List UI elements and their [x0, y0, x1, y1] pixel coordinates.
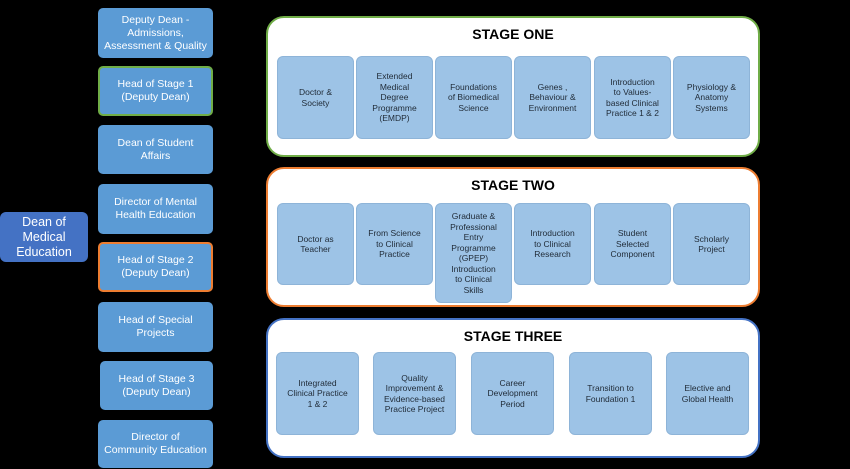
- role-head-of-stage-3: Head of Stage 3 (Deputy Dean): [100, 361, 213, 410]
- role-head-of-stage-2: Head of Stage 2 (Deputy Dean): [98, 242, 213, 292]
- course-card: Graduate & Professional Entry Programme …: [435, 203, 512, 303]
- role-label: Head of Stage 1 (Deputy Dean): [117, 78, 194, 103]
- stage-one-panel: STAGE ONE Doctor & Society Extended Medi…: [266, 16, 760, 157]
- course-card: Quality Improvement & Evidence-based Pra…: [373, 352, 456, 435]
- stage-title: STAGE TWO: [471, 177, 555, 193]
- role-head-of-special-projects: Head of Special Projects: [98, 302, 213, 352]
- role-label: Head of Special Projects: [118, 314, 193, 339]
- role-label: Dean of Student Affairs: [117, 136, 194, 162]
- course-card: Career Development Period: [471, 352, 554, 435]
- role-deputy-dean-admissions: Deputy Dean - Admissions, Assessment & Q…: [98, 8, 213, 58]
- role-head-of-stage-1: Head of Stage 1 (Deputy Dean): [98, 66, 213, 116]
- stage-two-panel: STAGE TWO Doctor as Teacher From Science…: [266, 167, 760, 307]
- course-card: Doctor as Teacher: [277, 203, 354, 285]
- course-card: Foundations of Biomedical Science: [435, 56, 512, 139]
- dean-of-medical-education-box: Dean of Medical Education: [0, 212, 88, 262]
- stage-title: STAGE ONE: [472, 26, 554, 42]
- course-card: Doctor & Society: [277, 56, 354, 139]
- dean-label: Dean of Medical Education: [16, 214, 72, 259]
- role-label: Director of Community Education: [104, 431, 207, 456]
- course-card: Transition to Foundation 1: [569, 352, 652, 435]
- role-label: Head of Stage 3 (Deputy Dean): [118, 372, 195, 398]
- stage-title: STAGE THREE: [463, 328, 563, 344]
- course-card: Introduction to Values- based Clinical P…: [594, 56, 671, 139]
- course-card: Extended Medical Degree Programme (EMDP): [356, 56, 433, 139]
- course-card: Scholarly Project: [673, 203, 750, 285]
- stage-three-panel: STAGE THREE Integrated Clinical Practice…: [266, 318, 760, 458]
- role-director-mental-health-education: Director of Mental Health Education: [98, 184, 213, 234]
- role-label: Deputy Dean - Admissions, Assessment & Q…: [104, 13, 207, 52]
- role-label: Head of Stage 2 (Deputy Dean): [117, 254, 194, 279]
- role-label: Director of Mental Health Education: [114, 196, 197, 221]
- course-card: Integrated Clinical Practice 1 & 2: [276, 352, 359, 435]
- course-card: Physiology & Anatomy Systems: [673, 56, 750, 139]
- course-card: Student Selected Component: [594, 203, 671, 285]
- course-card: Elective and Global Health: [666, 352, 749, 435]
- role-dean-of-student-affairs: Dean of Student Affairs: [98, 125, 213, 174]
- course-card: Introduction to Clinical Research: [514, 203, 591, 285]
- course-card: From Science to Clinical Practice: [356, 203, 433, 285]
- course-card: Genes , Behaviour & Environment: [514, 56, 591, 139]
- role-director-community-education: Director of Community Education: [98, 420, 213, 468]
